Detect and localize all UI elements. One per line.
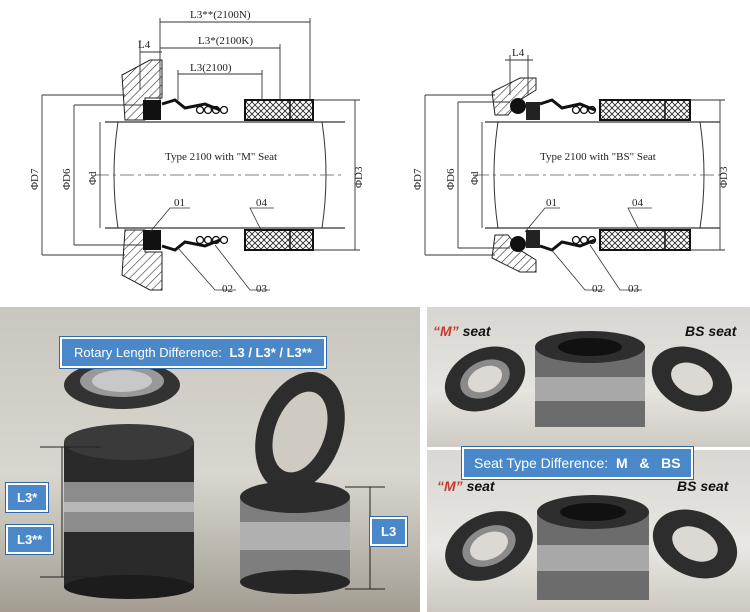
bs-seat-label-bottom: BS seat: [677, 478, 729, 494]
photo-rotary-length: Rotary Length Difference: L3 / L3* / L3*…: [0, 307, 420, 612]
dim-l3-2100n: L3**(2100N): [190, 9, 251, 21]
seat-type-banner-value: M & BS: [616, 455, 681, 471]
part-01-label: 01: [174, 197, 185, 209]
rotary-length-banner-value: L3 / L3* / L3**: [229, 345, 312, 360]
dim-d7-bs: ΦD7: [412, 168, 424, 190]
m-seat-word-bottom: seat: [466, 478, 495, 494]
rotary-length-banner: Rotary Length Difference: L3 / L3* / L3*…: [60, 337, 326, 368]
dim-d-bs: Φd: [469, 171, 481, 185]
part-02-label-bs: 02: [592, 283, 603, 295]
part-03-label-bs: 03: [628, 283, 640, 295]
label-l3-star2: L3**: [6, 525, 54, 554]
label-l3-star: L3*: [6, 483, 49, 512]
m-seat-word-top: seat: [462, 323, 491, 339]
photo-seats-top: “M” seat BS seat: [427, 307, 750, 447]
dim-l3-2100k: L3*(2100K): [198, 35, 253, 47]
part-01-label-bs: 01: [546, 197, 557, 209]
dim-l3-2100: L3(2100): [190, 62, 232, 74]
m-seat-label-top: “M” seat: [433, 323, 491, 339]
m-seat-quote-bottom: “M”: [437, 478, 463, 494]
part-03-label: 03: [256, 283, 268, 295]
bs-seat-label-top: BS seat: [685, 323, 737, 339]
part-04-label: 04: [256, 197, 268, 209]
dim-l4: L4: [138, 39, 151, 51]
drawing-m-seat: L3**(2100N) L3*(2100K) L3(2100) L4 ΦD7 Φ…: [29, 9, 365, 295]
technical-drawings: L3**(2100N) L3*(2100K) L3(2100) L4 ΦD7 Φ…: [0, 0, 750, 300]
part-02-label: 02: [222, 283, 233, 295]
m-seat-label-bottom: “M” seat: [437, 478, 495, 494]
caption-m-seat: Type 2100 with "M" Seat: [165, 151, 277, 163]
dim-d3-bs: ΦD3: [718, 166, 730, 188]
part-04-label-bs: 04: [632, 197, 644, 209]
caption-bs-seat: Type 2100 with "BS" Seat: [540, 151, 656, 163]
dim-l4-bs: L4: [512, 47, 525, 59]
dim-d3: ΦD3: [353, 166, 365, 188]
seat-type-banner-text: Seat Type Difference:: [474, 455, 609, 471]
drawing-bs-seat: L4 ΦD7 ΦD6 Φd ΦD3 Type 2100 with "BS" Se…: [412, 47, 730, 295]
label-l3: L3: [370, 517, 408, 546]
dim-d: Φd: [87, 171, 99, 185]
rotary-length-banner-text: Rotary Length Difference:: [74, 345, 222, 360]
dim-d6-bs: ΦD6: [445, 168, 457, 190]
dim-d7: ΦD7: [29, 168, 41, 190]
dim-d6: ΦD6: [61, 168, 73, 190]
seat-type-banner: Seat Type Difference: M & BS: [462, 447, 693, 479]
m-seat-quote-top: “M”: [433, 323, 459, 339]
